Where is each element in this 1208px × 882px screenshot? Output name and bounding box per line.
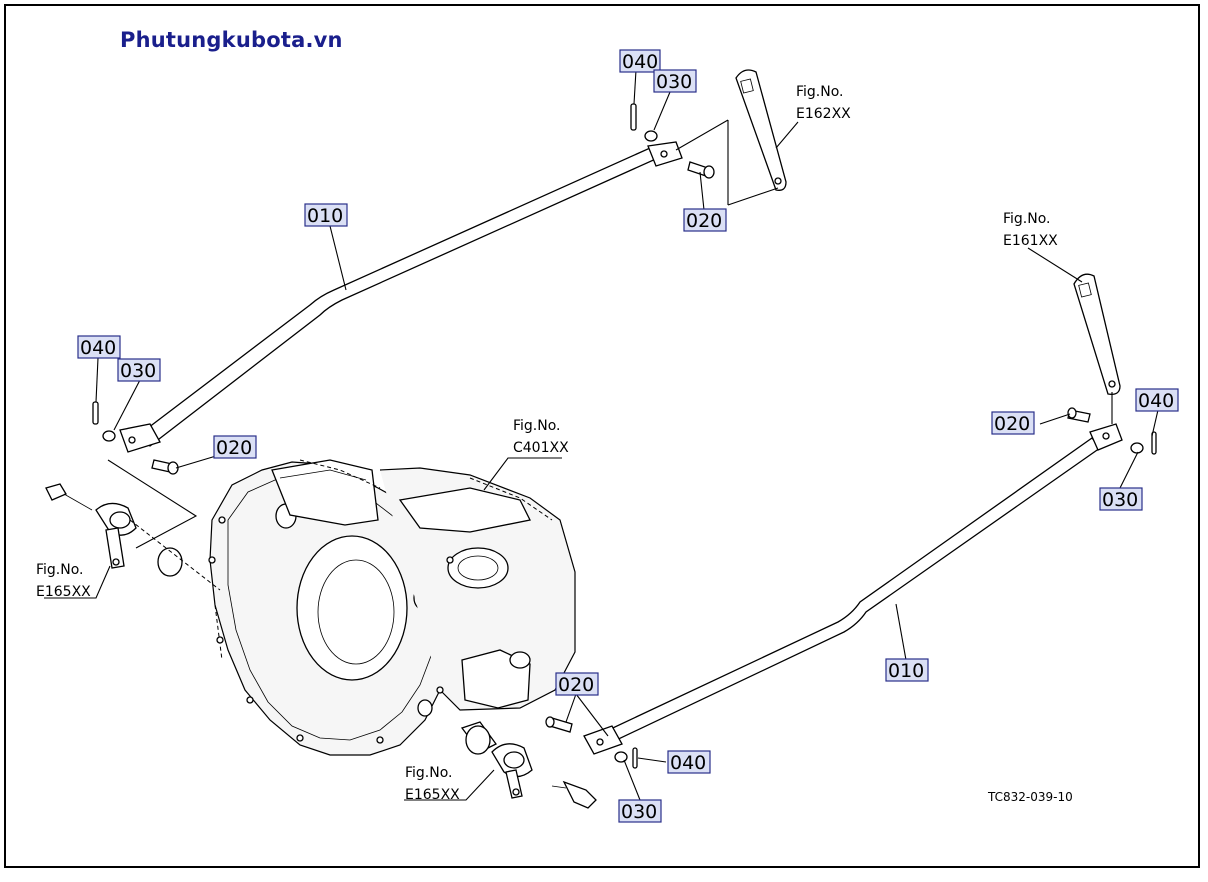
svg-text:020: 020 — [558, 674, 594, 696]
tag-020-right[interactable]: 020 — [991, 411, 1035, 435]
svg-text:040: 040 — [670, 752, 706, 774]
svg-text:E165XX: E165XX — [405, 787, 460, 803]
lever-e162 — [727, 69, 787, 206]
transmission-case — [208, 459, 576, 756]
tag-020-upper-left[interactable]: 020 — [213, 435, 257, 459]
svg-text:Fig.No.: Fig.No. — [1003, 211, 1051, 227]
svg-text:E162XX: E162XX — [796, 106, 851, 122]
svg-text:020: 020 — [686, 210, 722, 232]
svg-text:040: 040 — [80, 337, 116, 359]
tag-030-upper-right[interactable]: 030 — [653, 69, 697, 93]
svg-text:030: 030 — [621, 801, 657, 823]
fig-ref-e165-lower[interactable]: Fig.No. E165XX — [405, 765, 460, 803]
rod-upper — [119, 141, 683, 453]
tag-040-right[interactable]: 040 — [1135, 388, 1179, 412]
svg-text:Fig.No.: Fig.No. — [796, 84, 844, 100]
fig-ref-c401[interactable]: Fig.No. C401XX — [513, 418, 569, 456]
tag-010-lower[interactable]: 010 — [885, 658, 929, 682]
svg-text:Fig.No.: Fig.No. — [405, 765, 453, 781]
fig-ref-e161[interactable]: Fig.No. E161XX — [1003, 211, 1058, 249]
svg-text:040: 040 — [1138, 390, 1174, 412]
tag-030-lower[interactable]: 030 — [618, 799, 662, 823]
svg-text:E161XX: E161XX — [1003, 233, 1058, 249]
svg-text:010: 010 — [307, 205, 343, 227]
fasteners — [92, 103, 1157, 769]
svg-text:Fig.No.: Fig.No. — [513, 418, 561, 434]
svg-text:030: 030 — [1102, 489, 1138, 511]
bracket-lower — [465, 725, 597, 809]
tag-010-upper[interactable]: 010 — [304, 203, 348, 227]
tag-020-lower[interactable]: 020 — [555, 672, 599, 696]
tag-030-right[interactable]: 030 — [1099, 487, 1143, 511]
svg-text:Fig.No.: Fig.No. — [36, 562, 84, 578]
svg-text:030: 030 — [656, 71, 692, 93]
drawing-reference: TC832-039-10 — [987, 790, 1073, 804]
tag-040-upper-right[interactable]: 040 — [619, 49, 661, 73]
svg-text:E165XX: E165XX — [36, 584, 91, 600]
drawing-frame — [4, 4, 1200, 868]
tag-020-upper-right[interactable]: 020 — [683, 208, 727, 232]
lever-e161 — [1073, 273, 1121, 424]
svg-text:010: 010 — [888, 660, 924, 682]
svg-text:020: 020 — [994, 413, 1030, 435]
rod-lower — [583, 423, 1123, 755]
svg-text:020: 020 — [216, 437, 252, 459]
fig-ref-e162[interactable]: Fig.No. E162XX — [796, 84, 851, 122]
svg-text:040: 040 — [622, 51, 658, 73]
leader-lines — [44, 69, 1159, 801]
svg-text:030: 030 — [120, 360, 156, 382]
tag-040-upper-left[interactable]: 040 — [77, 335, 121, 359]
brand-watermark: Phutungkubota.vn — [120, 28, 343, 52]
bracket-left — [45, 483, 221, 591]
fig-ref-e165-left[interactable]: Fig.No. E165XX — [36, 562, 91, 600]
svg-text:C401XX: C401XX — [513, 440, 569, 456]
tag-030-upper-left[interactable]: 030 — [117, 358, 161, 382]
tag-040-lower[interactable]: 040 — [667, 750, 711, 774]
